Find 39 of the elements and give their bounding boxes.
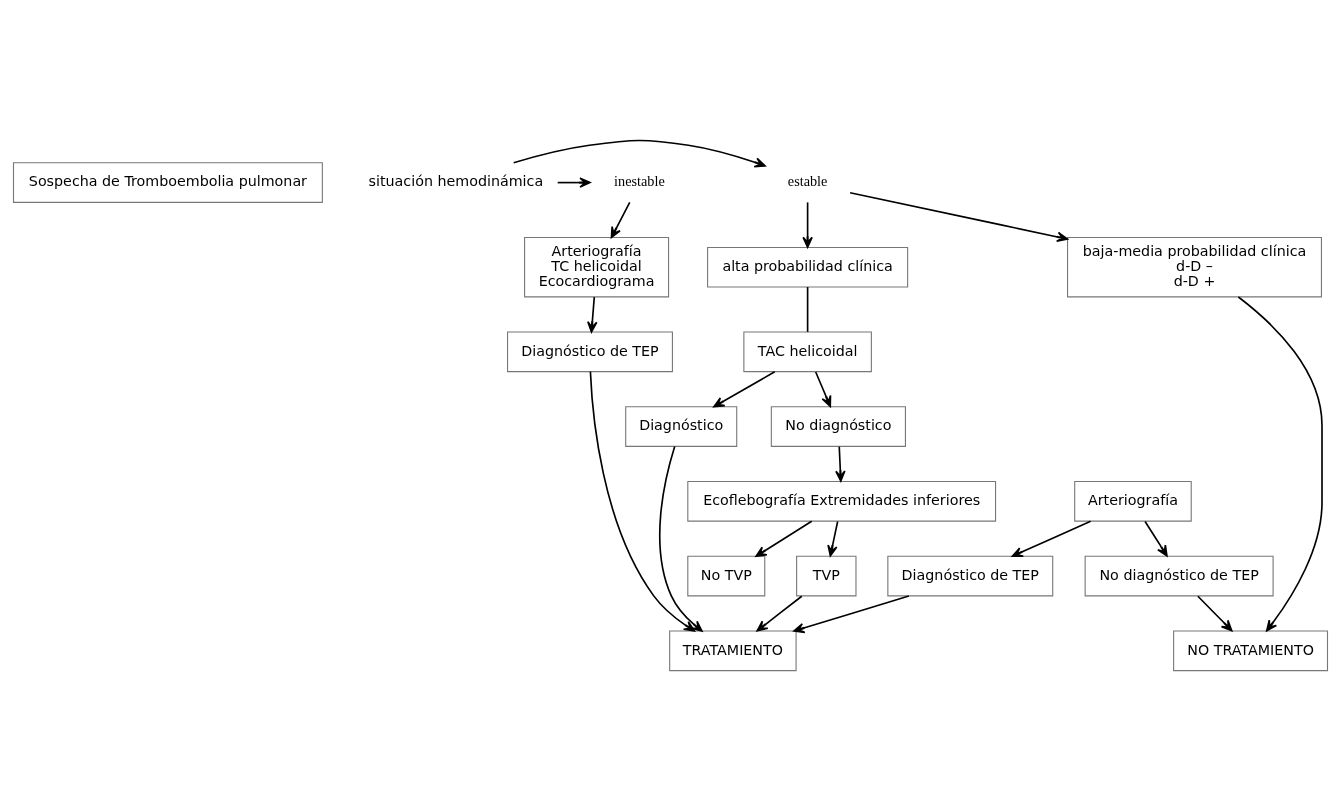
node-text: inestable	[614, 173, 665, 190]
node-box: TAC helicoidal	[743, 331, 872, 373]
arrow	[756, 595, 803, 632]
arrow	[713, 371, 776, 408]
node-box: Arteriografía	[1074, 481, 1192, 522]
arrow	[835, 445, 846, 482]
node-box: Arteriografía TC helicoidal Ecocardiograma	[524, 237, 670, 298]
node-box: TRATAMIENTO	[669, 630, 797, 672]
arrow	[802, 201, 813, 249]
arrow	[793, 595, 910, 634]
arrow	[587, 296, 598, 333]
arrow	[849, 191, 1069, 243]
arrow	[610, 201, 631, 239]
arrow	[1197, 595, 1233, 632]
node-box: NO TRATAMIENTO	[1173, 630, 1329, 672]
node-box: Sospecha de Tromboembolia pulmonar	[12, 162, 323, 203]
node-box: No diagnóstico de TEP	[1084, 555, 1274, 597]
node-box: Diagnóstico de TEP	[887, 555, 1054, 597]
arrow	[589, 370, 696, 632]
node-text: estable	[787, 173, 828, 190]
node-box: Ecoflebografía Extremidades inferiores	[687, 481, 997, 522]
connector	[806, 286, 809, 333]
node-box: No TVP	[687, 555, 766, 597]
arrow	[814, 371, 832, 408]
node-text: situación hemodinámica	[368, 173, 544, 190]
arrow	[755, 520, 813, 558]
node-box: Diagnóstico	[625, 406, 738, 447]
node-box: Diagnóstico de TEP	[507, 331, 673, 373]
arrow	[1144, 520, 1168, 557]
arrow	[659, 445, 703, 632]
node-box: No diagnóstico	[770, 406, 906, 447]
arrow	[1237, 296, 1323, 632]
node-box: TVP	[796, 555, 857, 597]
arrow	[1011, 520, 1092, 558]
node-box: baja-media probabilidad clínica d-D – d-D +	[1067, 237, 1322, 298]
node-box: alta probabilidad clínica	[707, 246, 909, 288]
arrow	[556, 177, 591, 188]
arrow	[512, 139, 766, 168]
arrow	[827, 520, 839, 557]
